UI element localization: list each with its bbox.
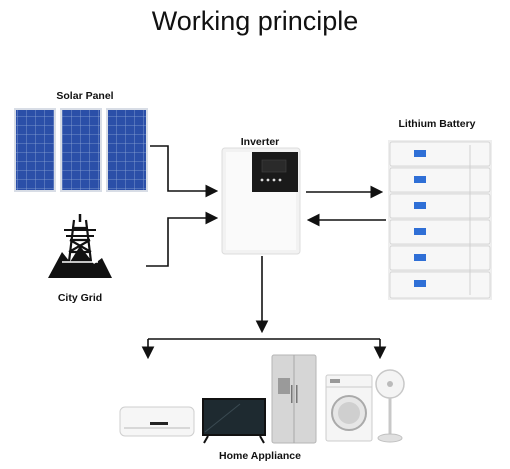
connections: [141, 145, 387, 360]
tv-icon: [202, 398, 266, 444]
power-tower-icon: [48, 214, 112, 278]
washing-machine-icon: [325, 374, 373, 442]
lithium-battery-label: Lithium Battery: [398, 118, 476, 130]
inverter-label: Inverter: [240, 136, 280, 148]
air-conditioner-icon: [119, 406, 195, 437]
page-title: Working principle: [151, 6, 359, 36]
battery-stack-icon: [388, 140, 492, 300]
solar-panel-icon: [14, 108, 148, 192]
city-grid-label: City Grid: [57, 292, 103, 304]
refrigerator-icon: [271, 354, 317, 444]
fan-icon: [375, 369, 405, 443]
solar-panel-label: Solar Panel: [56, 90, 114, 102]
home-appliance-label: Home Appliance: [219, 450, 301, 462]
solar-to-inverter-arrow: [150, 145, 219, 198]
inverter-icon: [221, 147, 301, 255]
grid-to-inverter-arrow: [146, 211, 219, 267]
